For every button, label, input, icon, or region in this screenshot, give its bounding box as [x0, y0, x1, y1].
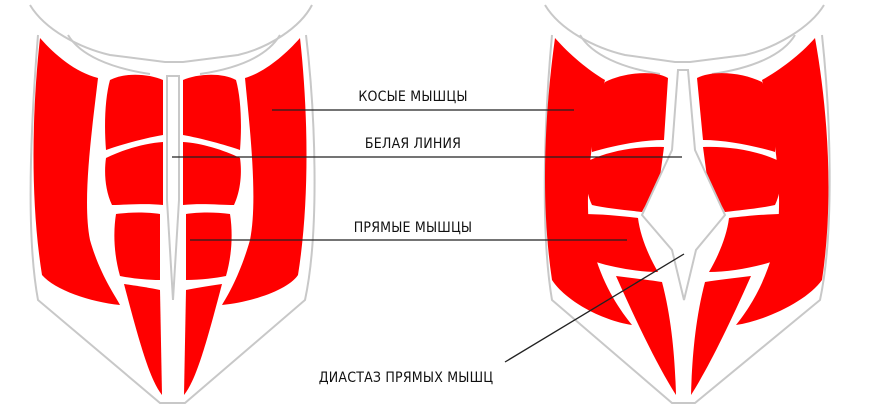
ribcage-line-right: [579, 34, 796, 75]
rectus-diastasis-right-3: [709, 214, 785, 272]
linea-alba-normal: [166, 75, 180, 301]
rectus-diastasis-right-4: [691, 276, 751, 395]
rectus-diastasis-right-1: [697, 73, 776, 152]
oblique-muscle-right-side: [222, 38, 307, 305]
rectus-diastasis-left-4: [616, 276, 676, 395]
diastasis-abdomen-figure: [543, 4, 831, 404]
rectus-diastasis-left-1: [591, 73, 668, 152]
oblique-muscle-diastasis-right-side: [736, 38, 829, 325]
rectus-segment-right-2: [183, 142, 241, 205]
normal-abdomen-figure: [29, 4, 316, 404]
rectus-segment-left-4: [124, 284, 162, 395]
torso-outline-right: [543, 4, 831, 404]
leader-lines: [172, 109, 685, 363]
rectus-diastasis-left-2: [586, 146, 664, 212]
label-rectus-muscles: ПРЯМЫЕ МЫШЦЫ: [354, 220, 473, 236]
label-oblique-muscles: КОСЫЕ МЫШЦЫ: [358, 89, 467, 105]
ribcage-line-left: [67, 34, 281, 75]
label-linea-alba: БЕЛАЯ ЛИНИЯ: [365, 136, 461, 152]
rectus-segment-right-3: [186, 212, 232, 280]
rectus-segment-left-3: [114, 212, 160, 280]
rectus-segment-right-1: [183, 74, 241, 150]
linea-alba-diastasis: [640, 69, 727, 301]
oblique-muscle-left-side: [33, 38, 120, 305]
rectus-segment-left-1: [105, 74, 163, 150]
rectus-diastasis-left-3: [582, 214, 658, 272]
rectus-diastasis-right-2: [703, 146, 781, 212]
rectus-segment-right-4: [184, 284, 222, 395]
torso-outline-left: [29, 4, 316, 404]
label-diastasis: ДИАСТАЗ ПРЯМЫХ МЫШЦ: [319, 370, 494, 386]
rectus-segment-left-2: [105, 142, 163, 205]
leader-diastasis: [504, 253, 685, 363]
